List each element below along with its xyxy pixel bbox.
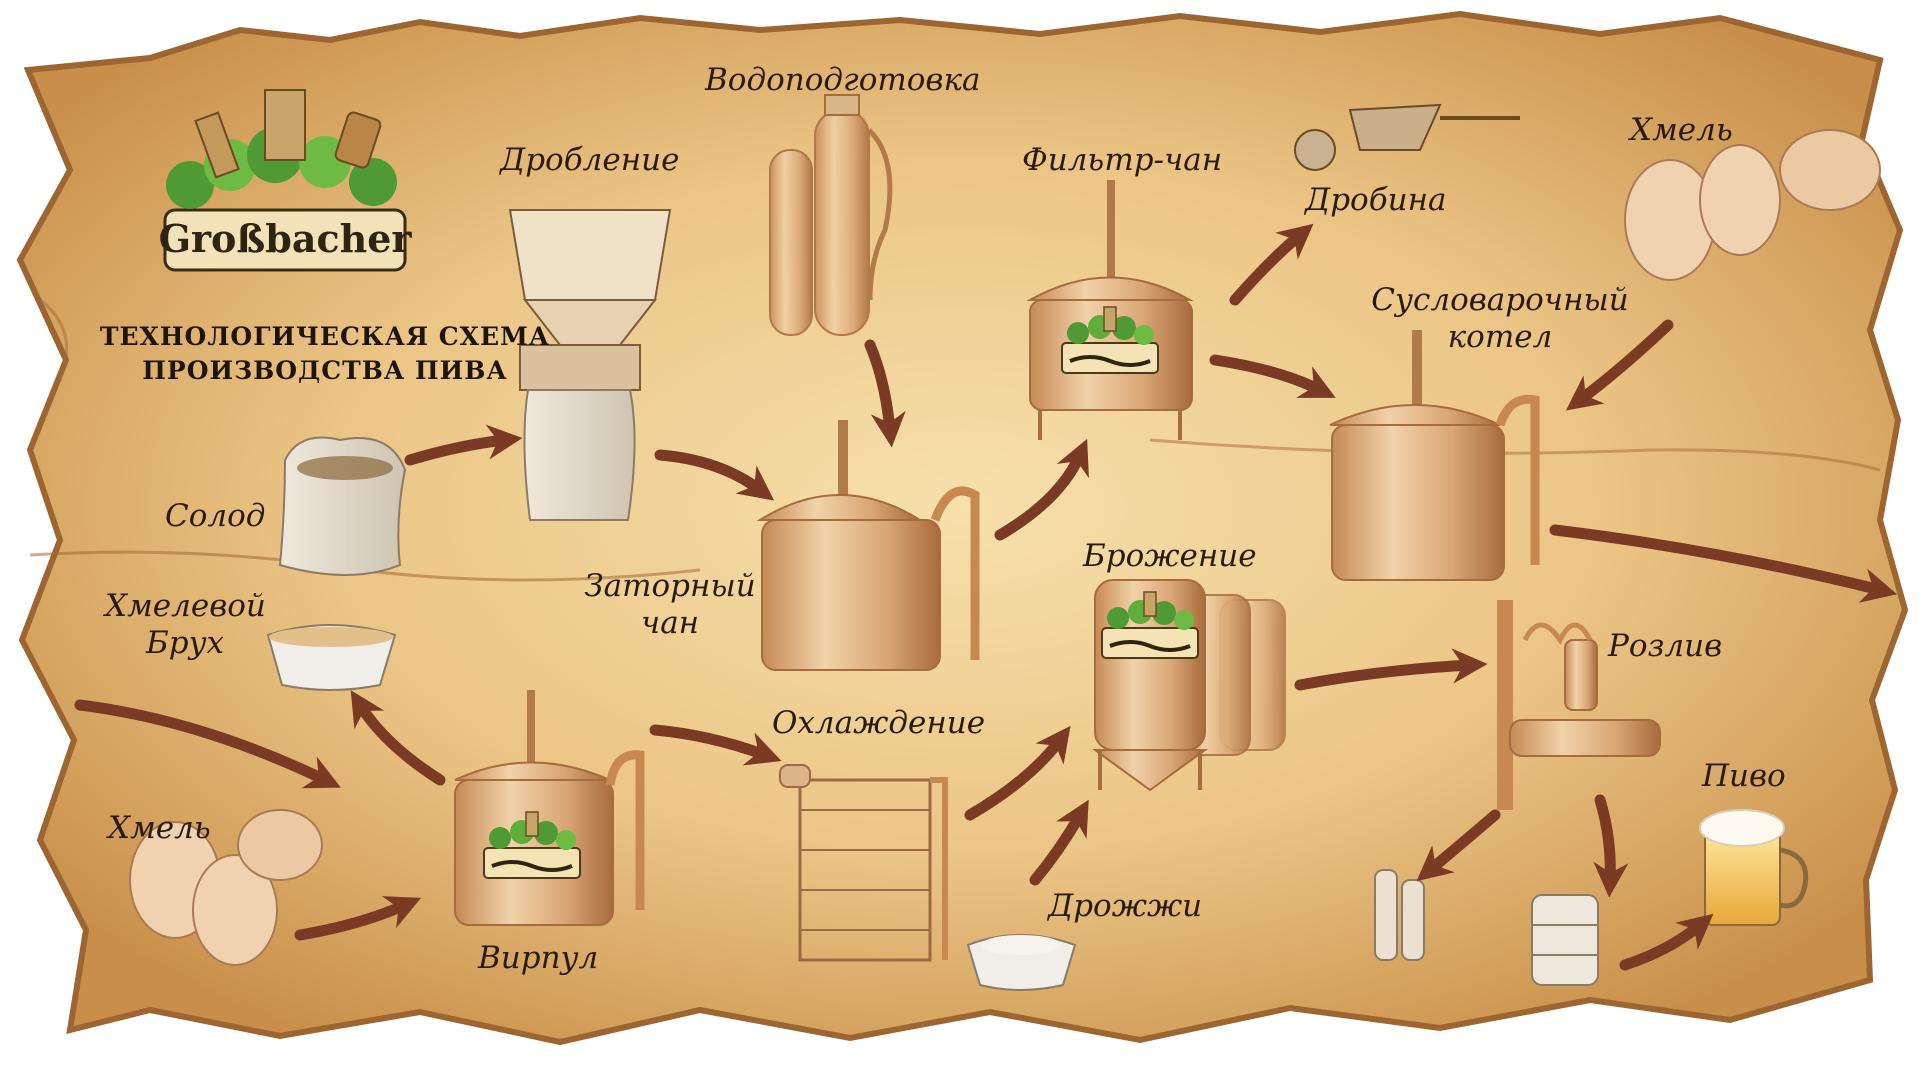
water-treatment-illustration bbox=[769, 94, 893, 336]
diagram-title: ТЕХНОЛОГИЧЕСКАЯ СХЕМА ПРОИЗВОДСТВА ПИВА bbox=[40, 320, 610, 388]
arrow-mash-to-lauter bbox=[994, 438, 1089, 541]
cooler-illustration bbox=[779, 764, 948, 962]
label-filtr-chan: Фильтр-чан bbox=[1022, 142, 1223, 178]
label-zatorny-line1: Заторный bbox=[584, 568, 756, 604]
diagram-title-line2: ПРОИЗВОДСТВА ПИВА bbox=[142, 355, 508, 385]
bottling-illustration bbox=[1497, 600, 1661, 810]
label-suslovarochny-kotel: Сусловарочный котел bbox=[1365, 282, 1635, 355]
arrow-hops-to-kettle bbox=[1565, 319, 1674, 411]
wort-kettle-illustration bbox=[1329, 330, 1540, 581]
label-hmel-top: Хмель bbox=[1630, 112, 1733, 148]
label-virpul: Вирпул bbox=[478, 940, 599, 976]
beer-mug-illustration bbox=[1699, 809, 1809, 926]
label-ohlazhdenie: Охлаждение bbox=[772, 705, 986, 741]
label-rozliv: Розлив bbox=[1608, 628, 1723, 664]
whirlpool-illustration bbox=[454, 690, 645, 926]
arrow-whirlpool-to-trub bbox=[350, 690, 446, 786]
brewery-logo-icon: Großbacher bbox=[159, 89, 413, 272]
label-suslovarochny-line1: Сусловарочный bbox=[1371, 282, 1629, 318]
label-hmel-bottom: Хмель bbox=[108, 810, 211, 846]
arrow-yeast-to-fermentation bbox=[1029, 799, 1089, 886]
arrow-lauter-to-drobina bbox=[1229, 223, 1314, 306]
crusher-illustration bbox=[508, 209, 672, 521]
label-brozhenie: Брожение bbox=[1083, 538, 1257, 574]
arrow-lauter-to-kettle bbox=[1209, 354, 1336, 398]
label-pivo: Пиво bbox=[1702, 758, 1786, 794]
arrow-bottling-to-keg bbox=[1593, 794, 1629, 898]
label-vodopodgotovka: Водоподготовка bbox=[705, 62, 981, 98]
label-solod: Солод bbox=[165, 498, 266, 534]
lauter-tun-illustration bbox=[1026, 180, 1194, 440]
keg-illustration bbox=[1531, 894, 1599, 986]
arrow-fermentation-to-bottling bbox=[1294, 648, 1488, 691]
label-drobina: Дробина bbox=[1305, 182, 1447, 218]
malt-sack-illustration bbox=[278, 436, 407, 576]
fermentation-tanks-illustration bbox=[1091, 579, 1286, 792]
bottles-illustration bbox=[1374, 869, 1425, 961]
hops-top-illustration bbox=[1624, 129, 1881, 281]
wheelbarrow-illustration bbox=[1294, 103, 1520, 171]
diagram-title-line1: ТЕХНОЛОГИЧЕСКАЯ СХЕМА bbox=[99, 322, 551, 351]
arrow-hops-to-whirlpool bbox=[74, 699, 341, 789]
hops-bottom-illustration bbox=[129, 809, 323, 966]
label-zatorny-line2: чан bbox=[640, 604, 700, 641]
label-drozhzhi: Дрожжи bbox=[1048, 888, 1203, 924]
parchment-tear bbox=[39, 298, 69, 381]
label-hmelevoy-line1: Хмелевой bbox=[105, 588, 266, 624]
arrow-malt-to-crusher bbox=[404, 424, 523, 466]
label-hmelevoy-bruh: Хмелевой Брух bbox=[105, 588, 266, 661]
arrow-bottling-to-bottles bbox=[1416, 809, 1501, 882]
arrow-crusher-to-mash bbox=[654, 449, 775, 501]
parchment-tear bbox=[1149, 438, 1881, 472]
label-zatorny-chan: Заторный чан bbox=[570, 568, 770, 641]
yeast-bowl-illustration bbox=[966, 934, 1077, 991]
arrow-whirlpool-to-cooler bbox=[649, 724, 782, 766]
hop-trub-basin-illustration bbox=[266, 624, 397, 691]
arrow-keg-to-mug bbox=[1619, 913, 1714, 971]
logo-text: Großbacher bbox=[159, 216, 413, 261]
label-droblenie: Дробление bbox=[500, 142, 680, 178]
label-hmelevoy-line2: Брух bbox=[145, 624, 225, 661]
flow-arrows bbox=[74, 223, 1898, 971]
arrow-hops-b-to-whirlpool bbox=[294, 896, 422, 941]
arrow-water-to-mash bbox=[864, 339, 906, 448]
label-suslovarochny-line2: котел bbox=[1447, 318, 1553, 355]
arrow-cooler-to-fermentation bbox=[964, 725, 1071, 821]
mash-tun-illustration bbox=[756, 420, 980, 671]
arrow-kettle-out bbox=[1549, 524, 1898, 603]
